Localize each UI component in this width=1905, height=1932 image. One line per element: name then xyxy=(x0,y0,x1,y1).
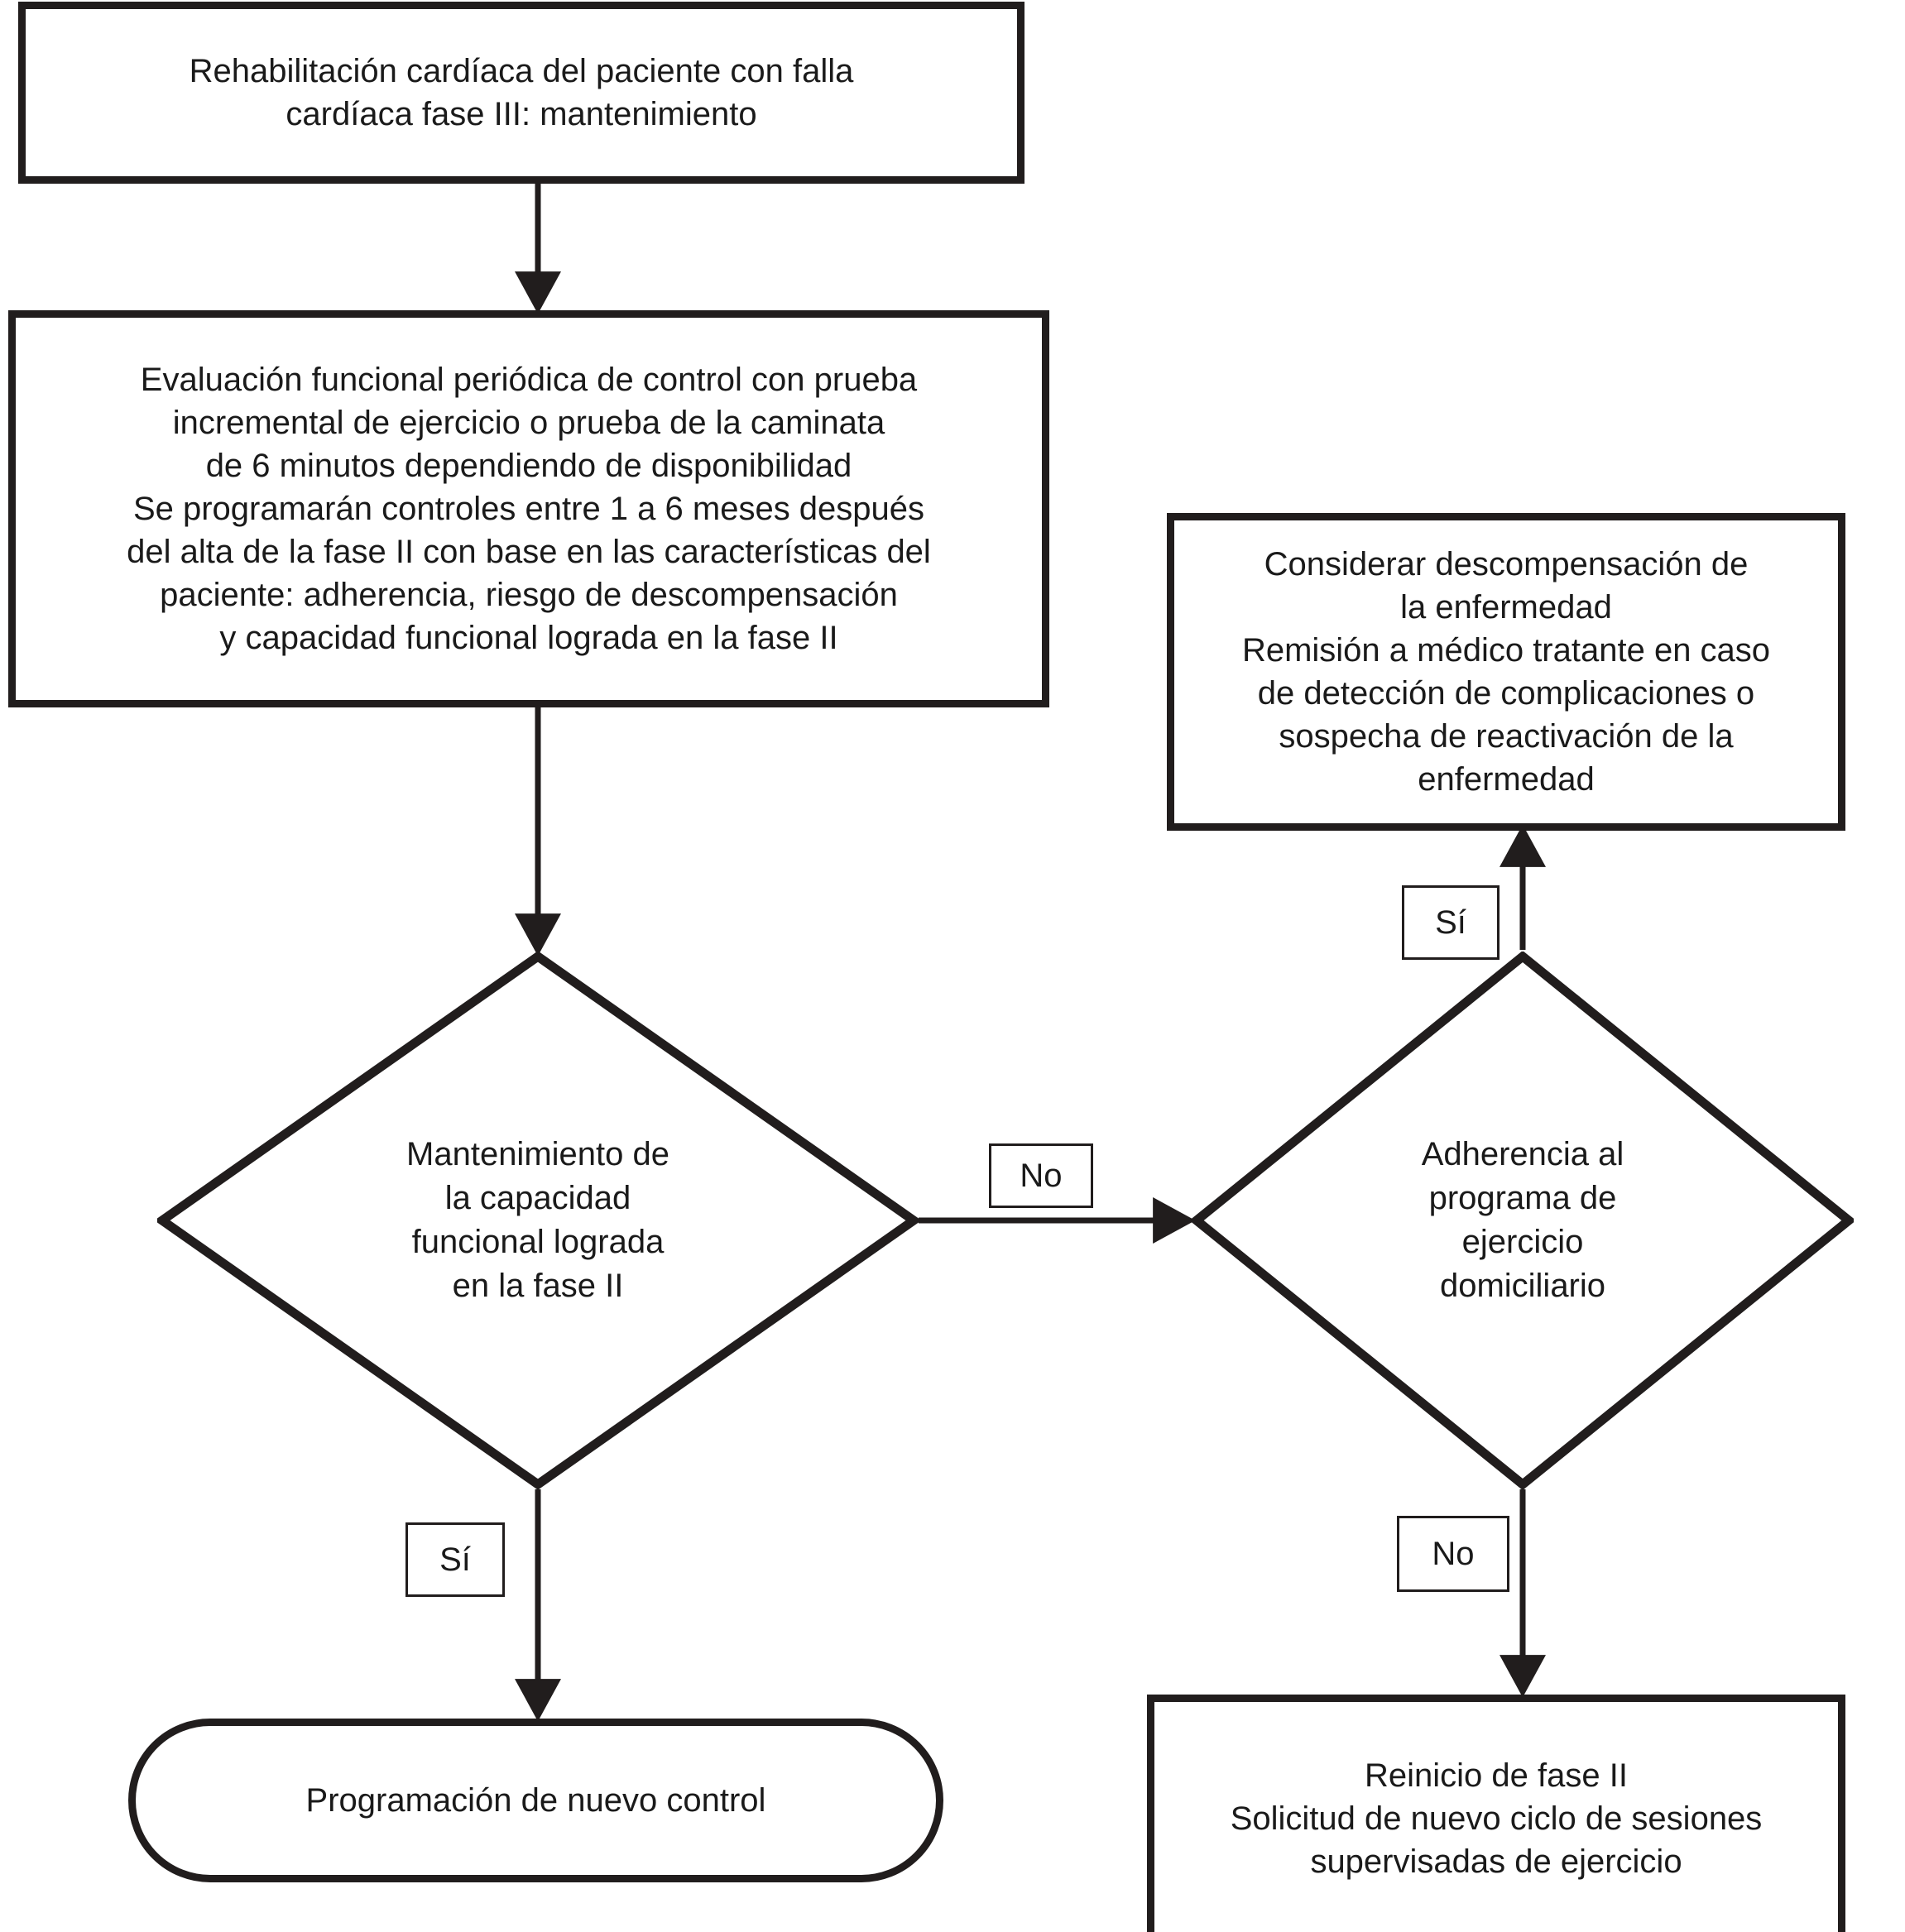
node-decompensation-box-text: Considerar descompensación de la enferme… xyxy=(1241,546,1771,798)
node-evaluation-box: Evaluación funcional periódica de contro… xyxy=(8,310,1049,707)
edge-label-adherence-no-text: No xyxy=(1432,1535,1475,1572)
node-title-box: Rehabilitación cardíaca del paciente con… xyxy=(18,2,1024,184)
node-adherence-decision: Adherencia al programa de ejercicio domi… xyxy=(1192,952,1854,1489)
node-title-box-text: Rehabilitación cardíaca del paciente con… xyxy=(189,53,854,132)
node-restart-phase2-box: Reinicio de fase II Solicitud de nuevo c… xyxy=(1147,1695,1845,1932)
edge-label-adherence-no: No xyxy=(1397,1516,1509,1592)
node-maintenance-decision: Mantenimiento de la capacidad funcional … xyxy=(157,952,919,1489)
node-evaluation-box-text: Evaluación funcional periódica de contro… xyxy=(127,362,931,656)
maintenance-diamond-shape xyxy=(157,952,919,1489)
node-decompensation-box: Considerar descompensación de la enferme… xyxy=(1167,513,1845,831)
node-restart-phase2-box-text: Reinicio de fase II Solicitud de nuevo c… xyxy=(1230,1757,1763,1880)
adherence-diamond-shape xyxy=(1192,952,1854,1489)
edge-label-maintenance-yes: Sí xyxy=(405,1522,505,1597)
node-new-control-terminal-text: Programación de nuevo control xyxy=(305,1782,766,1819)
edge-label-maintenance-yes-text: Sí xyxy=(439,1541,471,1578)
edge-label-adherence-yes-text: Sí xyxy=(1435,904,1466,941)
node-maintenance-decision-text: Mantenimiento de la capacidad funcional … xyxy=(406,1136,669,1304)
node-adherence-decision-text: Adherencia al programa de ejercicio domi… xyxy=(1421,1136,1624,1304)
edge-label-maintenance-no-text: No xyxy=(1020,1157,1063,1194)
edge-label-adherence-yes: Sí xyxy=(1402,885,1500,960)
edge-label-maintenance-no: No xyxy=(989,1143,1093,1208)
node-new-control-terminal: Programación de nuevo control xyxy=(128,1719,943,1882)
